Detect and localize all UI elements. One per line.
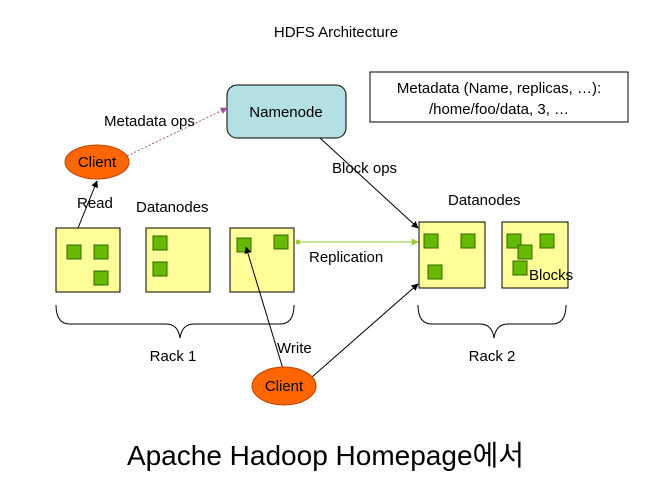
block [66, 244, 82, 260]
client-top [64, 144, 130, 180]
block [273, 234, 289, 250]
diagram-title: HDFS Architecture [274, 24, 398, 41]
client-bottom-label: Client [265, 378, 304, 395]
rack1-label: Rack 1 [150, 348, 197, 365]
block [460, 233, 476, 249]
block-ops-arrow [319, 137, 419, 229]
block [517, 244, 533, 260]
metadata-line-1: Metadata (Name, replicas, …): [397, 80, 601, 97]
metadata-ops-arrow [126, 107, 228, 157]
block-ops-label: Block ops [332, 160, 397, 177]
read-arrow [77, 180, 98, 229]
block [93, 270, 109, 286]
write-arrow-rack1 [244, 246, 284, 370]
datanodes-left-label: Datanodes [136, 199, 209, 216]
metadata-line-2: /home/foo/data, 3, … [429, 101, 569, 118]
datanode-rack1-2 [145, 227, 211, 293]
rack1-brace [55, 304, 295, 339]
block [539, 233, 555, 249]
namenode-label: Namenode [249, 104, 322, 121]
write-arrow-rack2 [311, 283, 419, 378]
replication-label: Replication [309, 249, 383, 266]
client-bottom [251, 366, 317, 406]
write-label: Write [277, 340, 312, 357]
block [93, 244, 109, 260]
datanode-rack1-1 [55, 227, 121, 293]
metadata-box [369, 71, 629, 123]
metadata-ops-label: Metadata ops [104, 113, 195, 130]
block [512, 260, 528, 276]
block [152, 235, 168, 251]
diagram-canvas: HDFS Architecture Metadata (Name, replic… [55, 24, 629, 406]
datanodes-right-label: Datanodes [448, 192, 521, 209]
page-caption: Apache Hadoop Homepage에서 [126, 440, 525, 471]
block [423, 233, 439, 249]
datanode-rack2-2 [501, 221, 569, 289]
datanode-rack2-1 [418, 221, 486, 289]
rack2-brace [417, 304, 567, 339]
block [427, 264, 443, 280]
rack2-label: Rack 2 [469, 348, 516, 365]
block [236, 237, 252, 253]
blocks-label: Blocks [529, 267, 573, 284]
read-label: Read [77, 195, 113, 212]
client-top-label: Client [78, 154, 117, 171]
datanode-rack1-3 [229, 227, 295, 293]
block [152, 261, 168, 277]
